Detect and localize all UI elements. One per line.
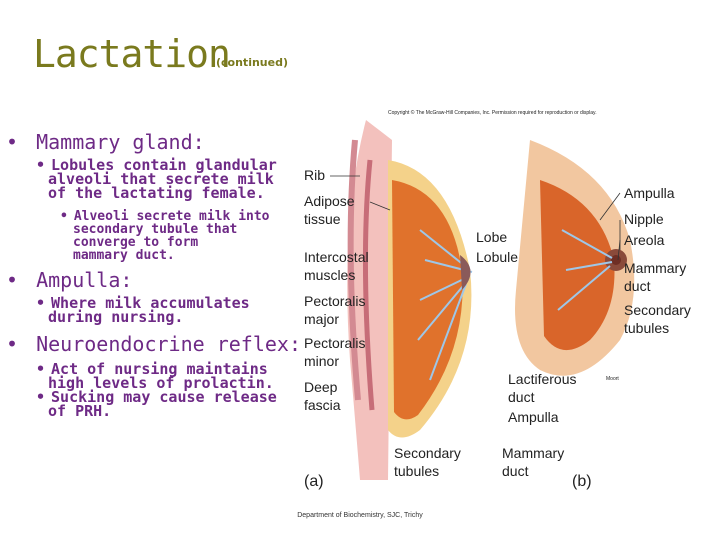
label-areola: Areola: [624, 232, 665, 248]
footer-text: Department of Biochemistry, SJC, Trichy: [297, 512, 423, 519]
bullet-neuroendocrine: Neuroendocrine reflex:: [6, 332, 301, 356]
label-pect-major-2: major: [304, 311, 339, 327]
label-secondary-tubules-b-2: tubules: [624, 320, 669, 336]
lobules-line-2: alveoli that secrete milk: [48, 170, 274, 188]
credit-text: Moort: [606, 376, 619, 382]
bullet-ampulla-text: Ampulla:: [36, 268, 133, 292]
label-lactiferous-2: duct: [508, 389, 535, 405]
label-adipose-2: tissue: [304, 211, 341, 227]
label-deep-fascia: Deep: [304, 379, 338, 395]
label-pect-minor: Pectoralis: [304, 335, 365, 351]
alveoli-line-1: Alveoli secrete milk into: [73, 209, 270, 224]
lobules-line-3: of the lactating female.: [48, 184, 265, 202]
label-lobe: Lobe: [476, 229, 507, 245]
alveoli-line-4: mammary duct.: [73, 248, 175, 263]
label-mammary-duct-b-2: duct: [624, 278, 651, 294]
label-lobule: Lobule: [476, 249, 518, 265]
reflex-sub2-line-1: Sucking may cause release: [51, 388, 277, 406]
label-mammary-duct-a-2: duct: [502, 463, 529, 479]
bullet-reflex-text: Neuroendocrine reflex:: [36, 332, 301, 356]
reflex-sub1-line-2: high levels of prolactin.: [48, 374, 274, 392]
label-mammary-duct-b: Mammary: [624, 260, 686, 276]
label-rib: Rib: [304, 167, 325, 183]
bullet-mammary-gland: Mammary gland:: [6, 130, 205, 154]
label-nipple: Nipple: [624, 211, 664, 227]
bullet-ampulla: Ampulla:: [6, 268, 132, 292]
figure-copyright: Copyright © The McGraw-Hill Companies, I…: [388, 109, 597, 116]
label-ampulla-right: Ampulla: [624, 185, 675, 201]
label-pect-major: Pectoralis: [304, 293, 365, 309]
alveoli-line-3: converge to form: [73, 235, 199, 250]
slide-title: Lactation: [33, 32, 231, 76]
label-deep-fascia-2: fascia: [304, 397, 341, 413]
alveoli-line-2: secondary tubule that: [73, 222, 238, 237]
label-secondary-tubules-a: Secondary: [394, 445, 461, 461]
label-intercostal-2: muscles: [304, 267, 355, 283]
panel-a-label: (a): [304, 473, 324, 490]
panel-a-illustration: [347, 120, 473, 480]
label-lactiferous: Lactiferous: [508, 371, 576, 387]
label-pect-minor-2: minor: [304, 353, 339, 369]
label-intercostal: Intercostal: [304, 249, 369, 265]
label-ampulla-center: Ampulla: [508, 409, 559, 425]
ampulla-sub-line-2: during nursing.: [48, 308, 184, 326]
reflex-sub1-line-1: Act of nursing maintains: [51, 360, 268, 378]
panel-b-label: (b): [572, 473, 592, 490]
bullet-alveoli: Alveoli secrete milk into secondary tubu…: [60, 210, 270, 262]
reflex-sub2-line-2: of PRH.: [48, 402, 112, 420]
label-secondary-tubules-a-2: tubules: [394, 463, 439, 479]
bullet-reflex-sub: Act of nursing maintains high levels of …: [36, 360, 277, 420]
bullet-lobules: Lobules contain glandular alveoli that s…: [36, 156, 277, 202]
label-mammary-duct-a: Mammary: [502, 445, 564, 461]
bullet-mammary-text: Mammary gland:: [36, 130, 205, 154]
slide-subtitle: (continued): [216, 56, 288, 69]
panel-b-illustration: [515, 140, 635, 376]
mammary-gland-figure: Copyright © The McGraw-Hill Companies, I…: [304, 109, 691, 490]
label-adipose: Adipose: [304, 193, 355, 209]
bullet-ampulla-sub: Where milk accumulates during nursing.: [36, 294, 250, 326]
label-secondary-tubules-b: Secondary: [624, 302, 691, 318]
ampulla-sub-line-1: Where milk accumulates: [51, 294, 250, 312]
lobules-line-1: Lobules contain glandular: [51, 156, 277, 174]
